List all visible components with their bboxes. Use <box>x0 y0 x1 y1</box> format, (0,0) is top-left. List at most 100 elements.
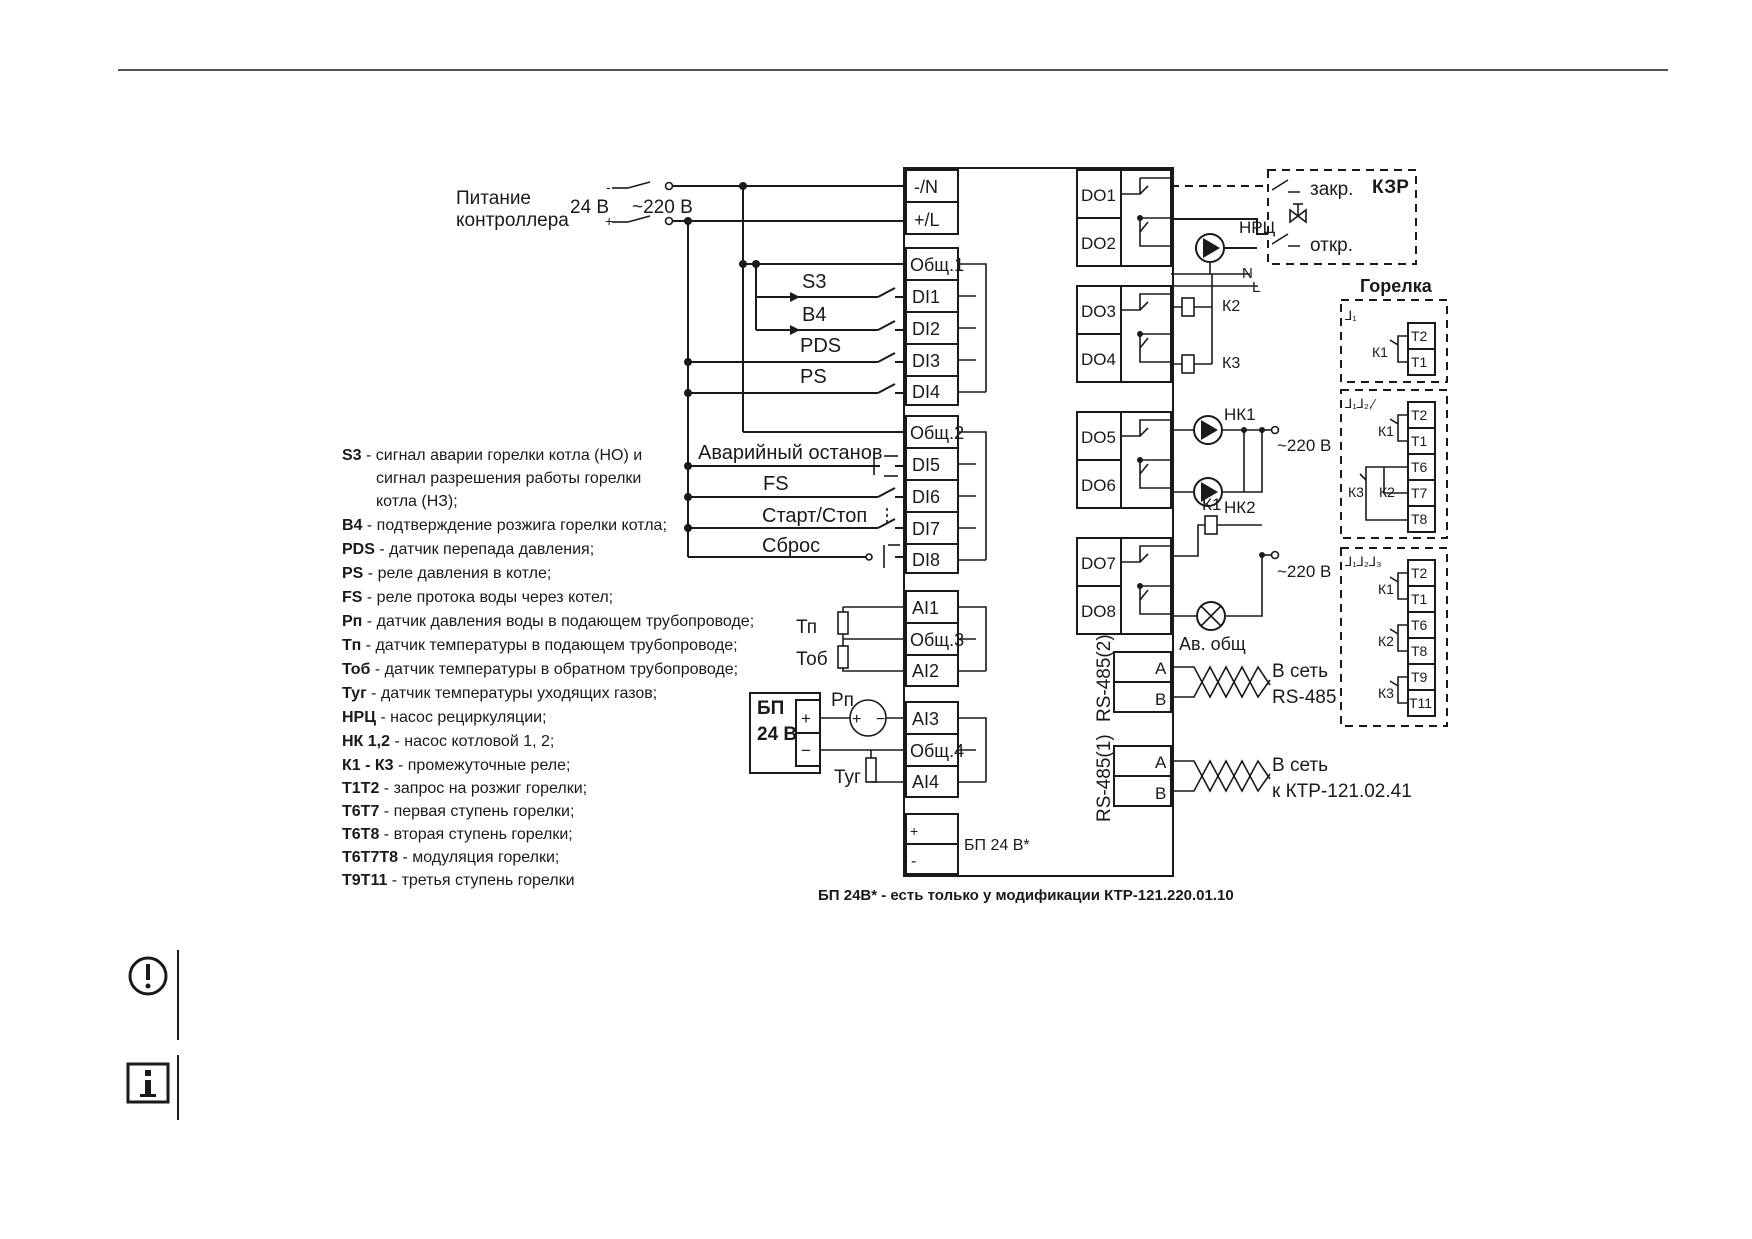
legend-key: Тоб <box>342 661 371 678</box>
svg-text:НК 1,2 - насос котловой 1, 2;: НК 1,2 - насос котловой 1, 2; <box>342 733 554 750</box>
pump-nk1: НК1 <box>1224 405 1256 424</box>
rs2-port: RS-485(2) <box>1094 634 1115 722</box>
term-ai3: AI3 <box>912 709 939 729</box>
legend-key: Т6Т8 <box>342 826 379 843</box>
term-psu-minus: - <box>911 853 916 870</box>
alarm-lamp: Ав. общ <box>1179 634 1246 654</box>
kzr-close: закр. <box>1310 179 1353 200</box>
di-fs: FS <box>763 473 789 495</box>
svg-text:Т1Т2 - запрос на розжиг горелк: Т1Т2 - запрос на розжиг горелки; <box>342 780 587 797</box>
out-do8: DO8 <box>1081 602 1116 621</box>
term-ai2: AI2 <box>912 661 939 681</box>
rs1-a: A <box>1155 753 1167 772</box>
out-do2: DO2 <box>1081 234 1116 253</box>
legend-key: НРЦ <box>342 709 376 726</box>
legend-key: Тп <box>342 637 361 654</box>
legend-text: - третья ступень горелки <box>387 872 574 889</box>
rs2-b: B <box>1155 690 1166 709</box>
legend-text: - датчик температуры уходящих газов; <box>367 685 658 702</box>
g3-k3: К3 <box>1378 685 1394 701</box>
svg-text:Тоб - датчик температуры в обр: Тоб - датчик температуры в обратном труб… <box>342 661 738 678</box>
legend-text: - вторая ступень горелки; <box>379 826 572 843</box>
term-psu-plus: + <box>910 823 918 839</box>
legend-key: Т9Т11 <box>342 872 387 889</box>
svg-text:К1 - К3 - промежуточные реле;: К1 - К3 - промежуточные реле; <box>342 757 570 774</box>
term-di1: DI1 <box>912 287 940 307</box>
digital-input-wiring: S3 B4 PDS PS Аварийный останов <box>684 260 907 568</box>
svg-text:PS - реле давления в котле;: PS - реле давления в котле; <box>342 565 551 582</box>
term-di6: DI6 <box>912 487 940 507</box>
g2-k3: К3 <box>1348 484 1364 500</box>
out-do6: DO6 <box>1081 476 1116 495</box>
g2-t8: T8 <box>1411 511 1428 527</box>
relay-k2: К2 <box>1222 298 1240 315</box>
g3-t8: T8 <box>1411 643 1428 659</box>
legend-text: - датчик перепада давления; <box>375 541 594 558</box>
g2-t6: T6 <box>1411 459 1428 475</box>
legend-text: - запрос на розжиг горелки; <box>379 780 587 797</box>
supply-minus: - <box>606 179 611 195</box>
g3-k1: К1 <box>1378 581 1394 597</box>
rs2-net1: В сеть <box>1272 661 1328 682</box>
mains-2: ~220 В <box>1277 562 1331 581</box>
legend-text: - реле давления в котле; <box>363 565 551 582</box>
ext-psu-1: БП <box>757 698 784 719</box>
out-do7: DO7 <box>1081 554 1116 573</box>
svg-text:B4 - подтверждение розжига гор: B4 - подтверждение розжига горелки котла… <box>342 517 667 534</box>
term-l: +/L <box>914 210 940 230</box>
legend-text: котла (НЗ); <box>376 493 458 510</box>
svg-text:Т6Т8 - вторая ступень горелки;: Т6Т8 - вторая ступень горелки; <box>342 826 573 843</box>
info-icon <box>126 1062 170 1104</box>
burner-title: Горелка <box>1360 276 1433 296</box>
analog-input-wiring: Тп Тоб + − Рп Туг БП 24 В + − <box>749 606 906 788</box>
legend-key: PS <box>342 565 364 582</box>
supply-label-1: Питание <box>456 188 531 209</box>
legend-key: B4 <box>342 517 363 534</box>
g1-pulse: ⅃₁ <box>1345 308 1357 323</box>
kzr-title: КЗР <box>1372 177 1409 198</box>
ext-psu-plus: + <box>801 709 811 728</box>
legend-text: - насос котловой 1, 2; <box>390 733 554 750</box>
supply-ac: ~220 В <box>632 197 693 218</box>
terminal-block: -/N +/L Общ.1 DI1 DI2 DI3 DI4 Общ.2 DI5 … <box>905 169 1030 875</box>
supply-plus: + <box>605 213 613 229</box>
svg-text:Тп - датчик температуры в пода: Тп - датчик температуры в подающем трубо… <box>342 637 738 654</box>
term-com1: Общ.1 <box>910 255 964 275</box>
supply-label-2: контроллера <box>456 210 569 231</box>
term-di8: DI8 <box>912 550 940 570</box>
legend-text: - насос рециркуляции; <box>376 709 547 726</box>
g3-t6: T6 <box>1411 617 1428 633</box>
term-di3: DI3 <box>912 351 940 371</box>
rs2-a: A <box>1155 659 1167 678</box>
legend-key: НК 1,2 <box>342 733 390 750</box>
legend-text: - подтверждение розжига горелки котла; <box>362 517 666 534</box>
di-startstop: Старт/Стоп <box>762 505 867 527</box>
out-do5: DO5 <box>1081 428 1116 447</box>
legend-text: - датчик температуры в обратном трубопро… <box>370 661 738 678</box>
power-supply: Питание контроллера 24 В ~220 В - + <box>456 179 907 557</box>
supply-dc: 24 В <box>570 197 609 218</box>
rs2-net2: RS-485 <box>1272 687 1336 708</box>
legend-text: - реле протока воды через котел; <box>362 589 613 606</box>
legend-key: Туг <box>342 685 367 702</box>
di-pds: PDS <box>800 335 841 357</box>
burner-section: Горелка ⅃₁ T2 T1 К1 ⅃₁⅃₂,⁄ T2 T1 T6 T7 T… <box>1340 276 1448 727</box>
g1-k1: К1 <box>1372 344 1388 360</box>
svg-text:котла (НЗ);: котла (НЗ); <box>376 493 458 510</box>
g2-k1: К1 <box>1378 423 1394 439</box>
g2-k2: К2 <box>1379 484 1395 500</box>
legend-text: - модуляция горелки; <box>398 849 559 866</box>
svg-text:Рп - датчик давления воды в по: Рп - датчик давления воды в подающем тру… <box>342 613 754 630</box>
svg-text:Туг - датчик температуры уходя: Туг - датчик температуры уходящих газов; <box>342 685 657 702</box>
legend-text: - датчик температуры в подающем трубопро… <box>361 637 737 654</box>
di-s3: S3 <box>802 271 826 293</box>
ai-tp: Тп <box>796 617 817 638</box>
di-ps: PS <box>800 366 827 388</box>
legend-key: S3 <box>342 447 362 464</box>
g2-t1: T1 <box>1411 433 1428 449</box>
g3-t9: T9 <box>1411 669 1428 685</box>
rs1-b: B <box>1155 784 1166 803</box>
g2-t2: T2 <box>1411 407 1428 423</box>
legend-key: Т6Т7 <box>342 803 379 820</box>
